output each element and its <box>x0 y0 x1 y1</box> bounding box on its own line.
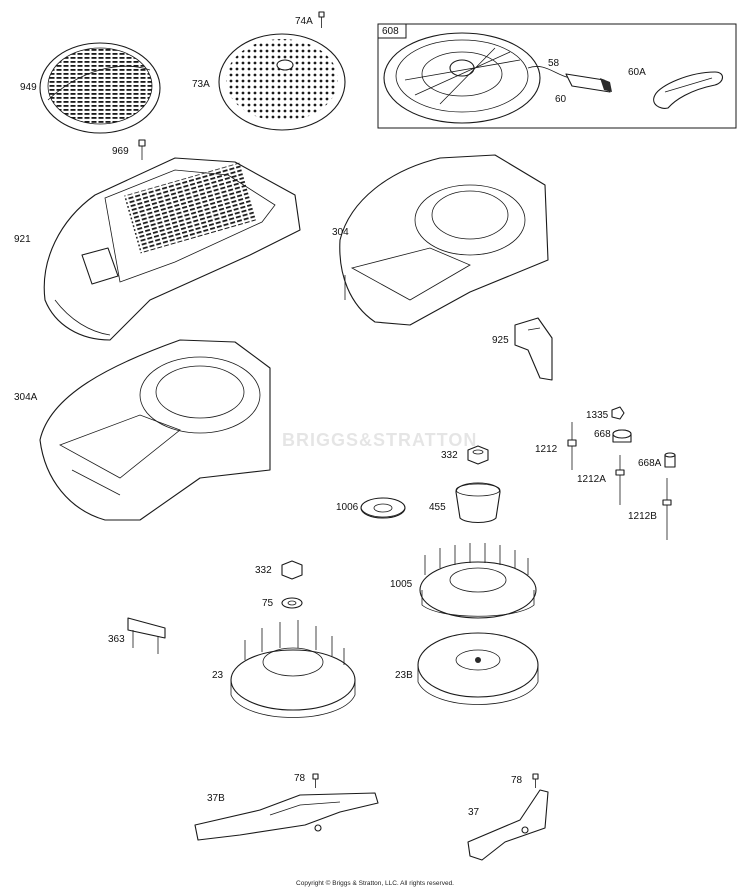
callout-37B: 37B <box>207 793 225 804</box>
part-74A-screw <box>318 11 325 28</box>
part-969-screw <box>138 139 146 160</box>
callout-332-upper: 332 <box>441 450 458 461</box>
callout-60: 60 <box>555 94 567 105</box>
callout-37: 37 <box>468 807 480 818</box>
callout-304: 304 <box>332 227 349 238</box>
callout-332-lower: 332 <box>255 565 272 576</box>
part-1006-cup <box>360 497 406 519</box>
part-608-kit-frame <box>377 23 737 129</box>
callout-73A: 73A <box>192 79 210 90</box>
part-921-blower-housing-cover <box>43 157 301 341</box>
callout-668: 668 <box>594 429 611 440</box>
callout-74A: 74A <box>295 16 313 27</box>
part-332-nut <box>467 445 489 465</box>
part-37B-air-baffle <box>194 792 379 841</box>
part-668A-spacer <box>664 452 676 468</box>
part-78-screw <box>312 773 319 788</box>
part-23-flywheel <box>230 620 356 718</box>
callout-75: 75 <box>262 598 274 609</box>
part-1335-nut <box>611 406 625 420</box>
part-1212-stud <box>567 422 577 470</box>
part-363-ignition-bracket <box>127 617 166 654</box>
part-58-starter-rope <box>527 66 571 79</box>
part-37-air-baffle <box>467 789 549 861</box>
part-60A-starter-handle <box>653 71 724 109</box>
callout-969: 969 <box>112 146 129 157</box>
part-1212A-stud <box>615 455 625 505</box>
part-78-screw-right <box>532 773 539 788</box>
part-23B-flywheel <box>417 632 539 705</box>
callout-1335: 1335 <box>586 410 609 421</box>
part-75-washer <box>281 597 303 609</box>
part-332-flywheel-nut <box>281 560 303 580</box>
watermark: BRIGGS&STRATTON <box>282 430 478 450</box>
callout-304A: 304A <box>14 392 38 403</box>
callout-608: 608 <box>382 26 399 37</box>
callout-23: 23 <box>212 670 224 681</box>
part-304-blower-housing <box>339 154 549 326</box>
callout-60A: 60A <box>628 67 646 78</box>
callout-455: 455 <box>429 502 446 513</box>
part-608-recoil-starter <box>383 32 541 124</box>
part-73A-perforated-screen <box>218 33 346 131</box>
part-1005-fan <box>419 543 537 619</box>
callout-1212B: 1212B <box>628 511 657 522</box>
callout-1212: 1212 <box>535 444 558 455</box>
callout-668A: 668A <box>638 458 662 469</box>
part-925-air-guide <box>514 317 553 381</box>
part-304A-blower-housing <box>39 339 271 521</box>
callout-23B: 23B <box>395 670 413 681</box>
callout-363: 363 <box>108 634 125 645</box>
callout-949: 949 <box>20 82 37 93</box>
part-949-grille-screen <box>39 42 161 134</box>
callout-1006: 1006 <box>336 502 359 513</box>
part-60-starter-handle <box>565 73 612 93</box>
part-668-spacer <box>612 429 632 443</box>
callout-1005: 1005 <box>390 579 413 590</box>
callout-925: 925 <box>492 335 509 346</box>
callout-1212A: 1212A <box>577 474 606 485</box>
part-455-starter-cup <box>455 482 501 524</box>
callout-921: 921 <box>14 234 31 245</box>
callout-78-left: 78 <box>294 773 306 784</box>
part-1212B-stud <box>662 478 672 540</box>
copyright-notice: Copyright © Briggs & Stratton, LLC. All … <box>296 880 454 887</box>
callout-78-right: 78 <box>511 775 523 786</box>
callout-58: 58 <box>548 58 560 69</box>
